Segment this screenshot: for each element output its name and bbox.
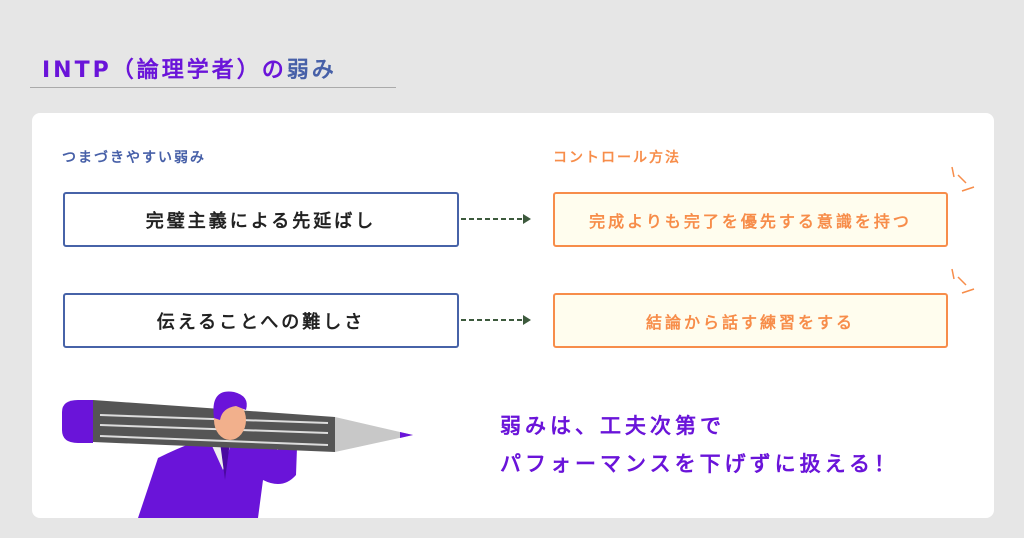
title-accent: 弱み — [286, 58, 337, 83]
control-column-label: コントロール方法 — [553, 150, 681, 166]
arrow-icon — [461, 214, 531, 224]
control-box: 完成よりも完了を優先する意識を持つ — [553, 192, 948, 247]
weakness-box: 伝えることへの難しさ — [63, 293, 459, 348]
businessman-pencil-illustration — [62, 391, 413, 518]
sparkle-icon — [951, 166, 975, 192]
message-line-2: パフォーマンスを下げずに扱える！ — [500, 452, 899, 476]
message-line-1: 弱みは、工夫次第で — [500, 414, 725, 438]
weakness-box: 完璧主義による先延ばし — [63, 192, 459, 247]
weakness-column-label: つまづきやすい弱み — [62, 150, 206, 166]
title-underline — [30, 87, 396, 88]
title-main: INTP（論理学者）の — [42, 58, 287, 83]
page-title: INTP（論理学者）の弱み — [42, 52, 337, 84]
control-box: 結論から話す練習をする — [553, 293, 948, 348]
sparkle-icon — [951, 268, 975, 294]
arrow-icon — [461, 315, 531, 325]
